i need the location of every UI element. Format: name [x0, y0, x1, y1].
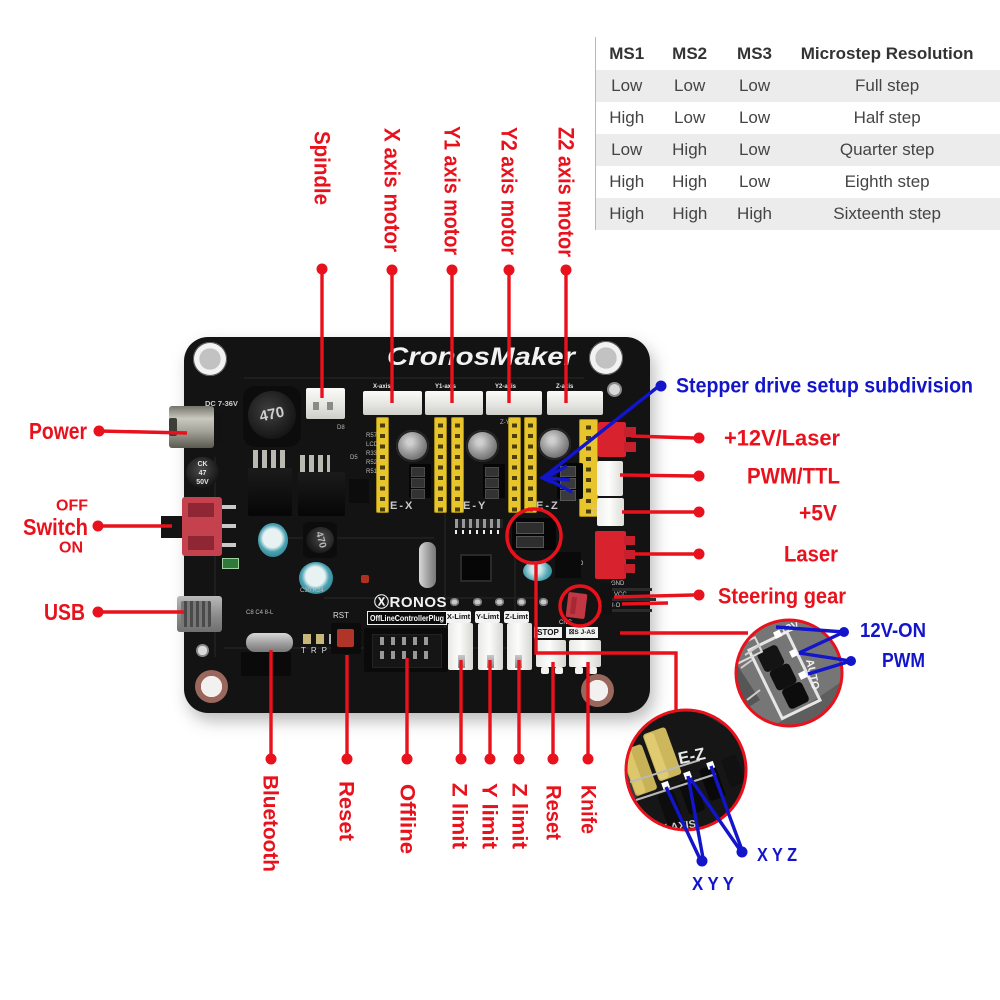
svg-text:+12V/Laser: +12V/Laser [724, 426, 840, 451]
svg-text:Stepper drive setup subdivisio: Stepper drive setup subdivision [676, 375, 973, 398]
svg-text:Y limit: Y limit [478, 783, 501, 849]
svg-text:X Y Z: X Y Z [757, 845, 797, 865]
svg-text:Power: Power [29, 418, 87, 444]
svg-text:Knife: Knife [577, 785, 600, 834]
svg-text:OffLineControllerPlug: OffLineControllerPlug [370, 614, 444, 623]
svg-text:Switch: Switch [23, 514, 88, 540]
svg-text:CronosMaker: CronosMaker [387, 343, 576, 371]
svg-text:Reset: Reset [542, 785, 565, 840]
svg-text:Laser: Laser [784, 542, 838, 567]
svg-text:Z limit: Z limit [508, 783, 531, 849]
svg-text:Offline: Offline [396, 784, 419, 854]
svg-text:Reset: Reset [335, 781, 358, 841]
svg-text:Z2 axis motor: Z2 axis motor [554, 127, 579, 257]
svg-text:Y1 axis motor: Y1 axis motor [440, 126, 465, 255]
svg-text:ON: ON [59, 540, 83, 557]
svg-text:Bluetooth: Bluetooth [259, 775, 282, 872]
svg-text:Y-AXIS: Y-AXIS [659, 818, 696, 835]
svg-text:X Y Y: X Y Y [692, 874, 734, 894]
svg-text:X axis motor: X axis motor [380, 128, 405, 252]
svg-text:Z limit: Z limit [448, 783, 471, 849]
svg-text:12V-ON: 12V-ON [860, 620, 926, 642]
svg-text:Y2 axis motor: Y2 axis motor [497, 127, 522, 255]
svg-text:Steering gear: Steering gear [718, 584, 846, 609]
svg-text:USB: USB [44, 599, 85, 625]
svg-text:OFF: OFF [56, 498, 88, 515]
svg-text:Spindle: Spindle [310, 131, 335, 205]
svg-text:+5V: +5V [799, 501, 837, 526]
svg-text:PWM: PWM [882, 650, 925, 672]
svg-text:PWM/TTL: PWM/TTL [747, 464, 840, 489]
